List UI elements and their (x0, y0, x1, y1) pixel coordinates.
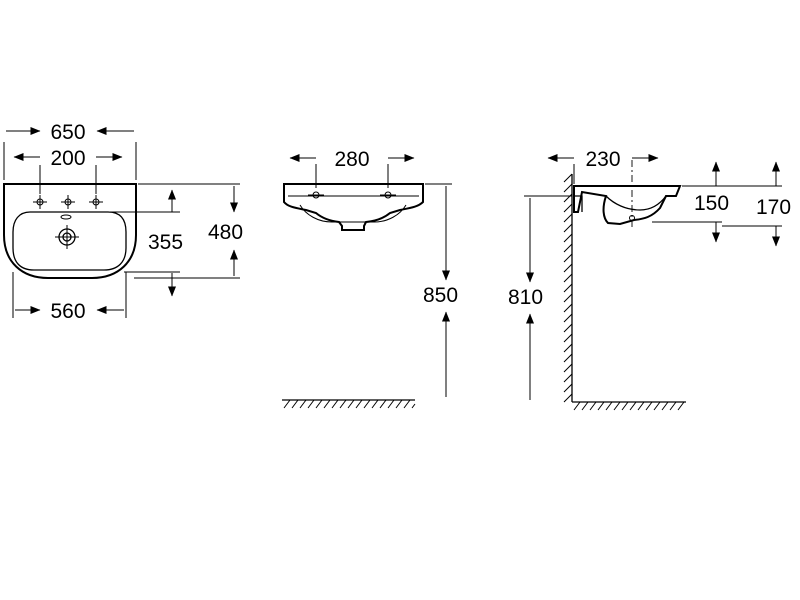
top-view: 650 200 560 355 480 (3, 121, 243, 323)
side-bowl-line (605, 195, 667, 211)
waste-outlet-icon (55, 225, 79, 249)
front-drip-line (299, 204, 407, 223)
tap-hole-icon (33, 195, 47, 209)
dim-480: 480 (208, 221, 243, 244)
side-basin-profile (573, 185, 682, 226)
tap-hole-icon (61, 195, 75, 209)
overflow-icon (60, 214, 72, 220)
dim-850: 850 (423, 284, 458, 307)
fixing-hole-icon (308, 191, 324, 199)
front-basin-outline (283, 183, 424, 231)
floor-hatch (573, 401, 685, 411)
inner-bowl (12, 211, 127, 271)
dim-170: 170 (756, 196, 791, 219)
dim-150: 150 (694, 192, 729, 215)
bracket (574, 195, 583, 212)
dim-560: 560 (50, 300, 85, 323)
floor-hatch (283, 399, 416, 409)
dim-200: 200 (50, 147, 85, 170)
dim-355: 355 (148, 231, 183, 254)
basin-outline (3, 183, 137, 279)
dim-650: 650 (50, 121, 85, 144)
side-view: 230 150 170 810 (508, 148, 791, 411)
fixing-hole-icon (380, 191, 396, 199)
dim-810: 810 (508, 286, 543, 309)
tap-hole-icon (89, 195, 103, 209)
dim-280: 280 (334, 148, 369, 171)
front-view: 280 850 (282, 148, 458, 409)
wall-hatch (563, 173, 573, 403)
dim-230: 230 (585, 148, 620, 171)
